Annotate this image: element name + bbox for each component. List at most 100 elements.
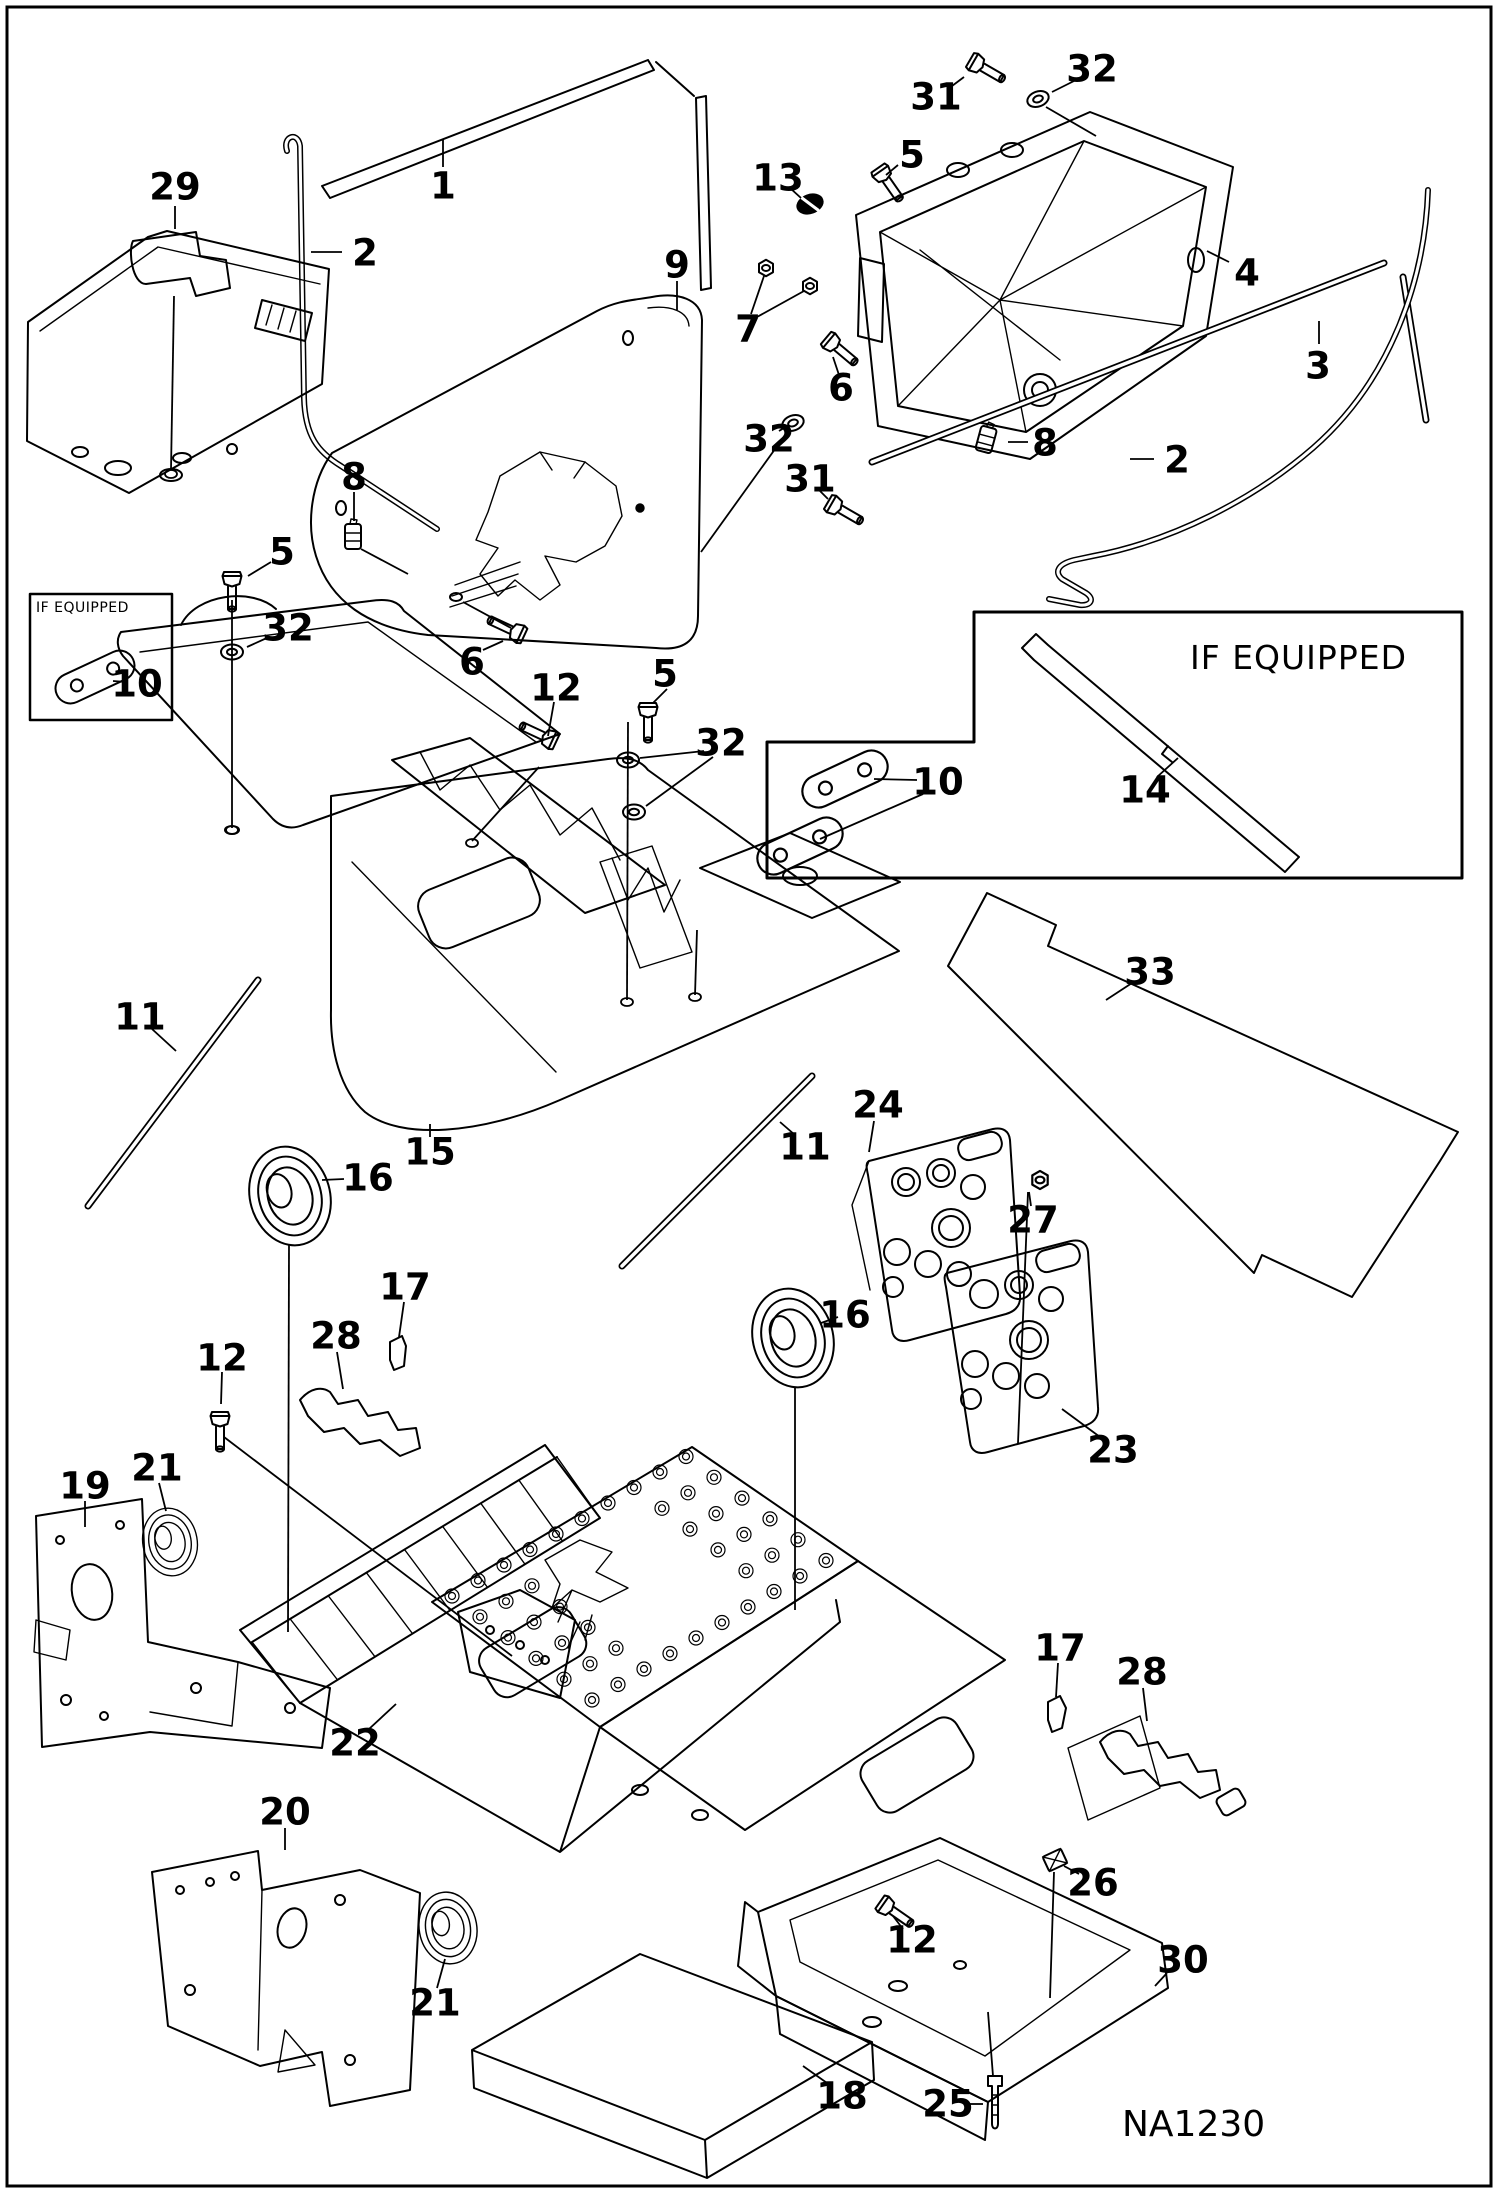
callout-1[interactable]: 1 bbox=[430, 165, 456, 208]
callout-22[interactable]: 22 bbox=[329, 1722, 381, 1765]
floor-perforation bbox=[447, 1591, 457, 1601]
floor-perforation bbox=[585, 1659, 595, 1668]
callout-32[interactable]: 32 bbox=[743, 418, 795, 461]
floor-perforation bbox=[821, 1556, 831, 1565]
callout-17[interactable]: 17 bbox=[1034, 1627, 1086, 1670]
callout-21[interactable]: 21 bbox=[131, 1447, 183, 1490]
leader-line bbox=[789, 187, 802, 199]
callout-5[interactable]: 5 bbox=[899, 134, 925, 177]
leader-terminator bbox=[164, 469, 178, 479]
if-equipped-label-right: IF EQUIPPED bbox=[1190, 638, 1407, 677]
leader-line bbox=[819, 793, 924, 840]
callout-20[interactable]: 20 bbox=[259, 1791, 311, 1834]
floor-perforation bbox=[685, 1524, 695, 1534]
callout-8[interactable]: 8 bbox=[341, 456, 367, 499]
callout-4[interactable]: 4 bbox=[1234, 252, 1260, 295]
floor-perforation bbox=[683, 1488, 693, 1497]
floor-perforation bbox=[654, 1500, 670, 1516]
floor-perforation bbox=[444, 1588, 460, 1604]
callout-12[interactable]: 12 bbox=[886, 1919, 938, 1962]
floor-perforation bbox=[717, 1618, 727, 1627]
leader-line bbox=[820, 1316, 839, 1324]
callout-23[interactable]: 23 bbox=[1087, 1429, 1139, 1472]
leader-line bbox=[868, 1120, 875, 1153]
floor-perforation bbox=[680, 1485, 696, 1501]
callout-15[interactable]: 15 bbox=[404, 1131, 456, 1174]
leader-line bbox=[802, 2065, 828, 2084]
leader-line bbox=[1028, 1191, 1032, 1207]
callout-32[interactable]: 32 bbox=[262, 607, 314, 650]
floor-perforation bbox=[818, 1552, 834, 1569]
callout-10[interactable]: 10 bbox=[111, 663, 163, 706]
callout-14[interactable]: 14 bbox=[1119, 769, 1171, 812]
callout-24[interactable]: 24 bbox=[852, 1084, 904, 1127]
callout-28[interactable]: 28 bbox=[310, 1315, 362, 1358]
callout-32[interactable]: 32 bbox=[1066, 48, 1118, 91]
part-28-step-right bbox=[1067, 1715, 1247, 1821]
leader-line bbox=[750, 275, 765, 315]
callout-17[interactable]: 17 bbox=[379, 1266, 431, 1309]
leader-line bbox=[1105, 982, 1133, 1001]
callout-30[interactable]: 30 bbox=[1157, 1939, 1209, 1982]
callout-2[interactable]: 2 bbox=[352, 232, 378, 275]
floor-perforation bbox=[708, 1505, 724, 1522]
floor-perforation bbox=[691, 1633, 701, 1643]
floor-perforation bbox=[580, 1619, 596, 1636]
floor-perforation bbox=[629, 1483, 639, 1492]
callout-3[interactable]: 3 bbox=[1305, 345, 1331, 388]
callout-32[interactable]: 32 bbox=[695, 722, 747, 765]
callout-29[interactable]: 29 bbox=[149, 166, 201, 209]
leader-line bbox=[220, 1371, 223, 1405]
floor-perforation bbox=[528, 1650, 544, 1667]
callout-6[interactable]: 6 bbox=[459, 641, 485, 684]
callout-5[interactable]: 5 bbox=[652, 653, 678, 696]
callout-33[interactable]: 33 bbox=[1124, 951, 1176, 994]
part-18-foam-block bbox=[471, 1953, 875, 2179]
callout-13[interactable]: 13 bbox=[752, 157, 804, 200]
floor-perforation bbox=[548, 1526, 564, 1542]
callout-31[interactable]: 31 bbox=[910, 76, 962, 119]
floor-perforation bbox=[738, 1563, 754, 1579]
callout-31[interactable]: 31 bbox=[784, 458, 836, 501]
callout-5[interactable]: 5 bbox=[269, 531, 295, 574]
floor-perforation bbox=[582, 1656, 598, 1672]
leader-line bbox=[873, 778, 918, 781]
callout-12[interactable]: 12 bbox=[196, 1337, 248, 1380]
callout-6[interactable]: 6 bbox=[828, 367, 854, 410]
page-border bbox=[5, 5, 1493, 2188]
callout-12[interactable]: 12 bbox=[530, 667, 582, 710]
leader-terminator bbox=[620, 997, 634, 1007]
callout-2[interactable]: 2 bbox=[1164, 439, 1190, 482]
callout-7[interactable]: 7 bbox=[735, 308, 761, 351]
leader-terminator bbox=[225, 825, 239, 835]
callout-18[interactable]: 18 bbox=[816, 2075, 868, 2118]
callout-27[interactable]: 27 bbox=[1007, 1199, 1059, 1242]
part-19-bracket bbox=[33, 1498, 331, 1749]
callout-11[interactable]: 11 bbox=[779, 1126, 831, 1169]
floor-perforation bbox=[665, 1649, 675, 1658]
callout-9[interactable]: 9 bbox=[664, 244, 690, 287]
floor-perforation bbox=[762, 1511, 778, 1527]
callout-19[interactable]: 19 bbox=[59, 1465, 111, 1508]
callout-28[interactable]: 28 bbox=[1116, 1651, 1168, 1694]
floor-perforation bbox=[611, 1644, 621, 1653]
part-22-main-frame bbox=[239, 1444, 1006, 1853]
leader-terminator bbox=[465, 838, 479, 848]
callout-16[interactable]: 16 bbox=[819, 1294, 871, 1337]
callout-10[interactable]: 10 bbox=[912, 761, 964, 804]
callout-21[interactable]: 21 bbox=[409, 1982, 461, 2025]
callout-25[interactable]: 25 bbox=[922, 2083, 974, 2126]
part-14-strip bbox=[1021, 633, 1300, 873]
callout-8[interactable]: 8 bbox=[1032, 422, 1058, 465]
leader-line bbox=[778, 424, 790, 432]
frame-lattice-strut bbox=[365, 1571, 414, 1635]
leader-terminator bbox=[688, 992, 702, 1002]
leader-line bbox=[170, 295, 175, 471]
floor-perforation bbox=[711, 1509, 721, 1518]
floor-perforation bbox=[472, 1609, 488, 1625]
callout-11[interactable]: 11 bbox=[114, 996, 166, 1039]
floor-perforation bbox=[496, 1557, 512, 1573]
callout-16[interactable]: 16 bbox=[342, 1157, 394, 1200]
callout-26[interactable]: 26 bbox=[1067, 1862, 1119, 1905]
